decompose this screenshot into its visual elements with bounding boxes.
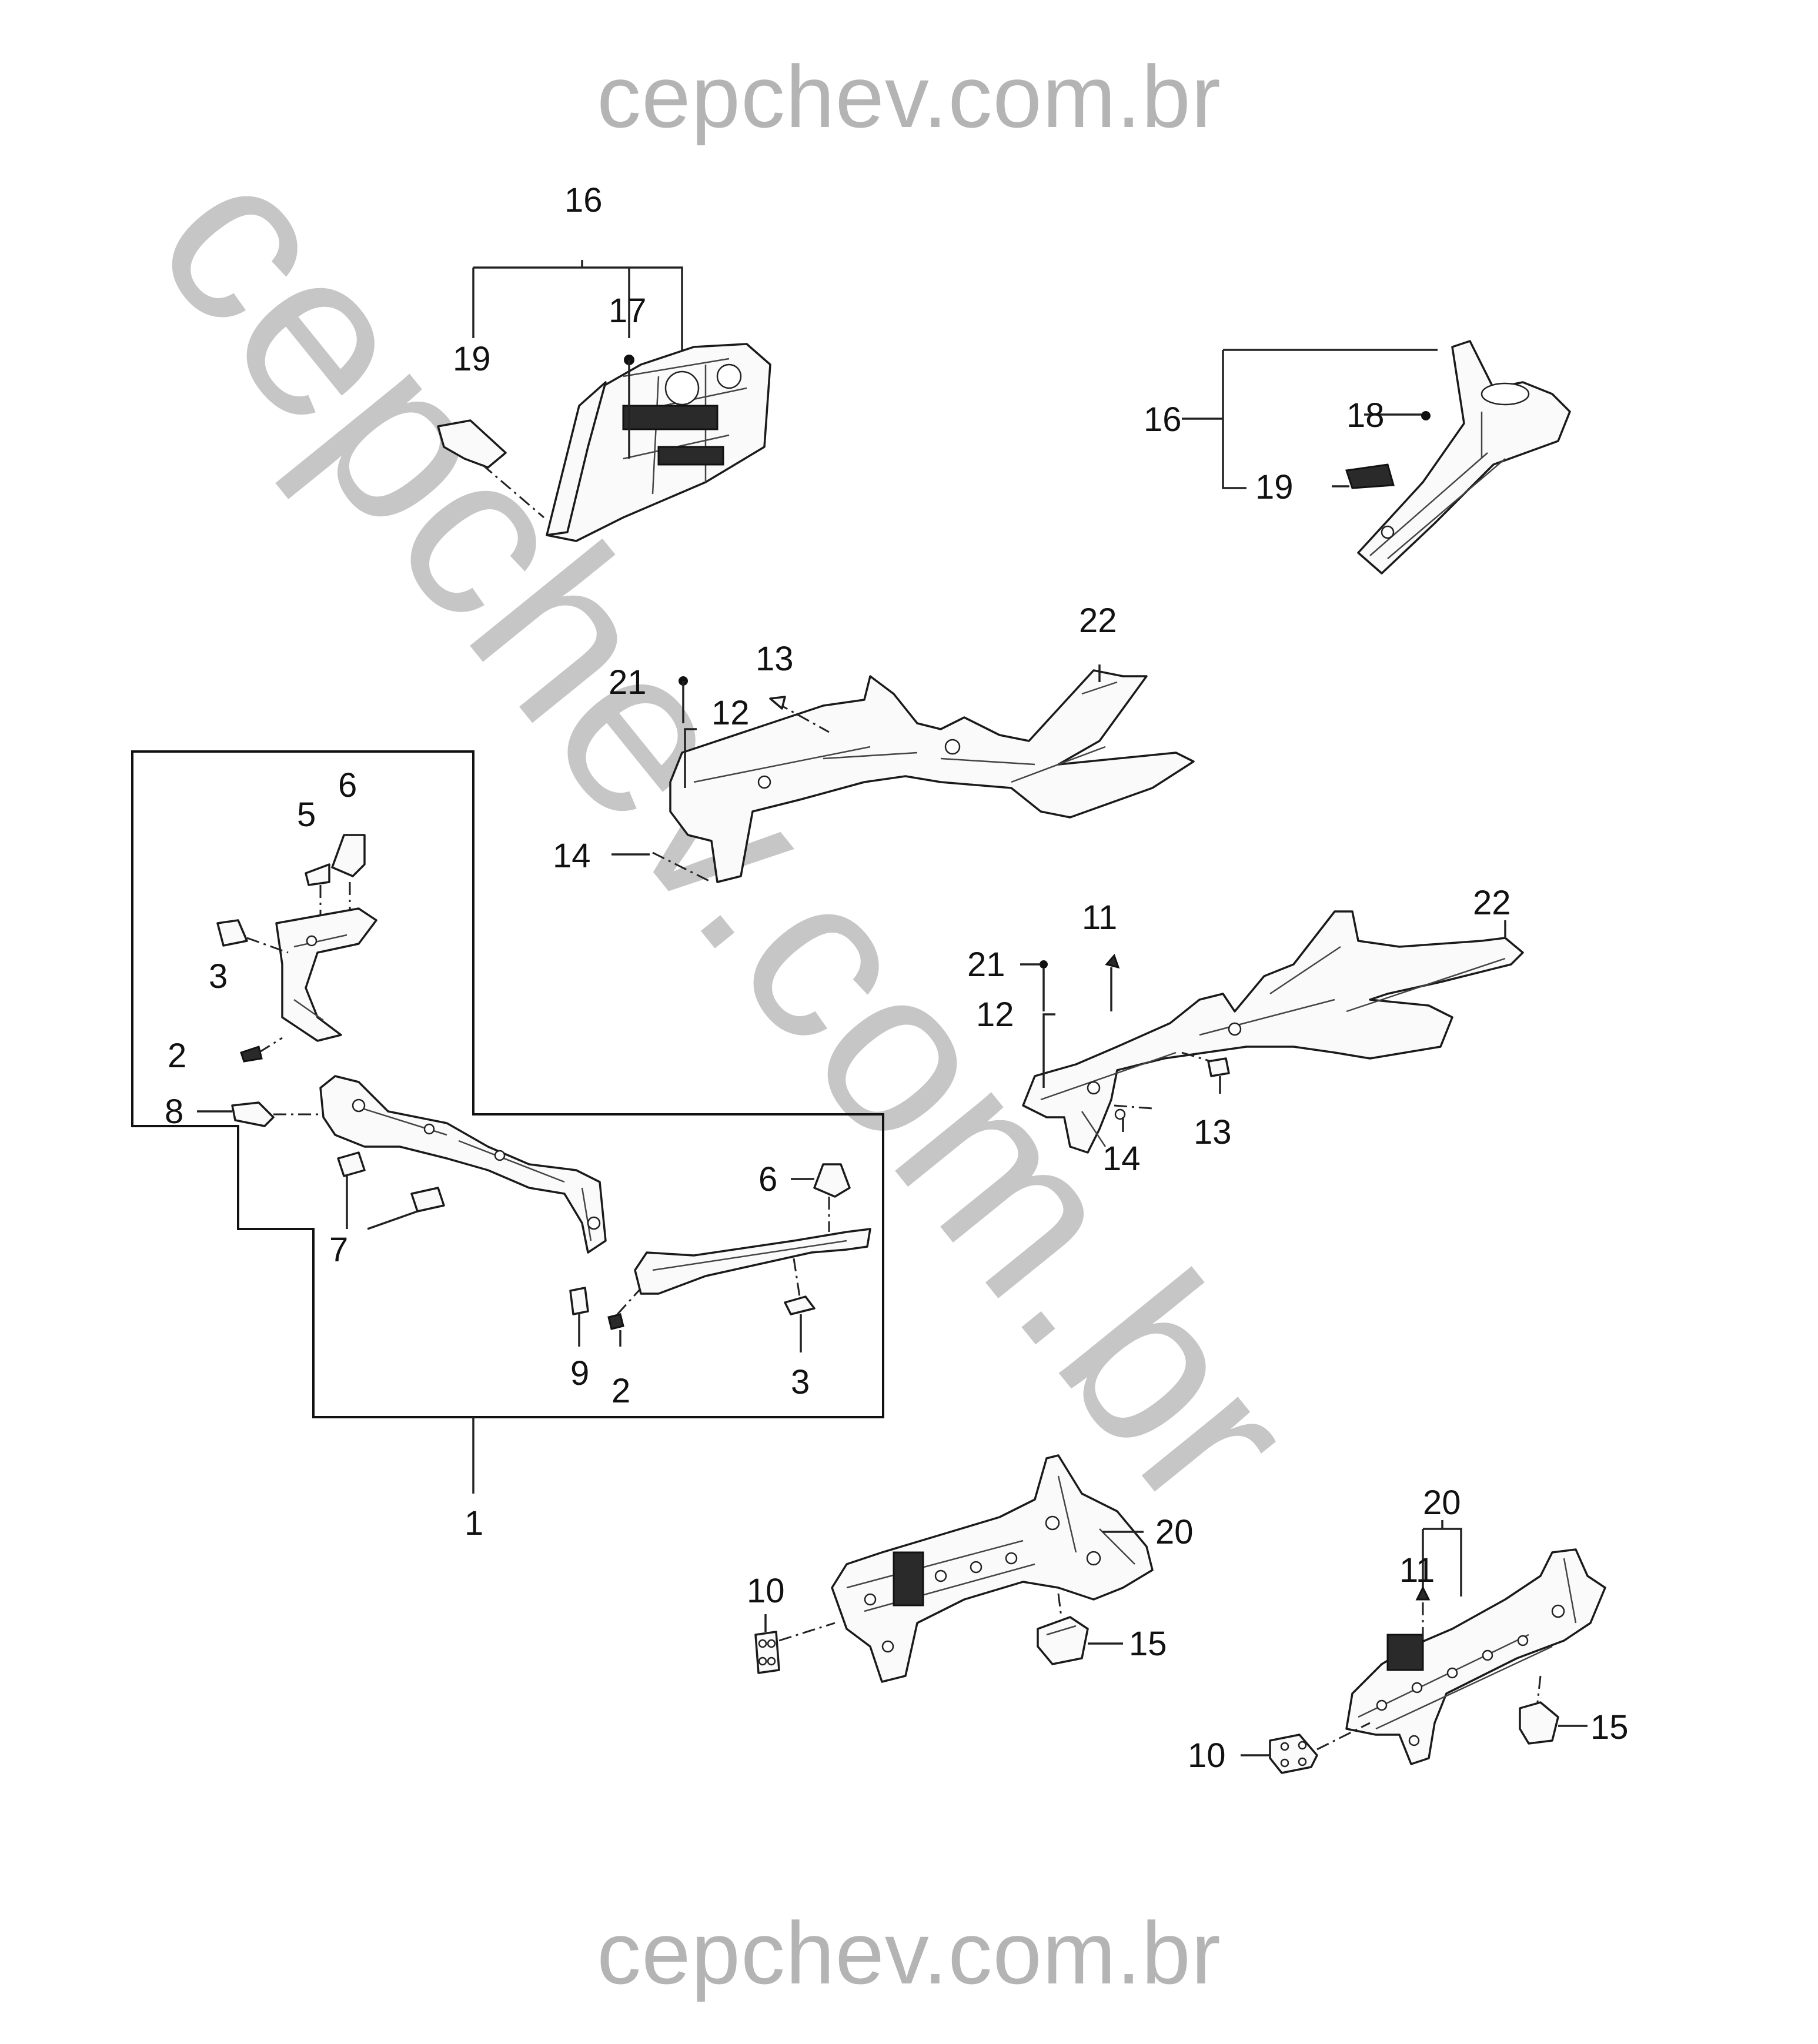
callout-10a: 10 <box>747 1572 785 1610</box>
callout-6b: 6 <box>758 1160 777 1198</box>
callout-13b: 13 <box>1194 1113 1232 1151</box>
callout-6a: 6 <box>338 766 357 804</box>
callout-19a: 19 <box>453 340 491 378</box>
rear-wheelhouse-assembly-left <box>437 260 771 542</box>
callout-22a: 22 <box>1079 602 1117 640</box>
callout-20b: 20 <box>1423 1484 1461 1522</box>
callout-20a: 20 <box>1155 1513 1194 1551</box>
callout-3a: 3 <box>209 957 228 996</box>
callout-15b: 15 <box>1590 1708 1629 1746</box>
callout-16b: 16 <box>1144 400 1182 439</box>
callout-2b: 2 <box>611 1372 630 1410</box>
callout-5: 5 <box>297 796 316 834</box>
callout-18: 18 <box>1346 396 1385 435</box>
callout-12b: 12 <box>976 996 1014 1034</box>
callout-8: 8 <box>165 1093 183 1131</box>
callout-22b: 22 <box>1473 884 1511 922</box>
rear-frame-extension-left <box>754 1454 1154 1683</box>
rear-rail-assembly-lower <box>1020 910 1524 1154</box>
callout-21a: 21 <box>609 663 647 702</box>
callout-13a: 13 <box>756 640 794 678</box>
callout-14a: 14 <box>553 837 591 875</box>
callout-19b: 19 <box>1255 468 1294 506</box>
callout-1: 1 <box>464 1504 483 1542</box>
rear-frame-extension-right <box>1241 1520 1606 1774</box>
callout-7: 7 <box>329 1231 348 1269</box>
callout-15a: 15 <box>1129 1625 1167 1663</box>
callout-9: 9 <box>570 1354 589 1392</box>
callout-16a: 16 <box>564 181 603 219</box>
watermark-top: cepchev.com.br <box>597 47 1221 146</box>
watermark-bottom: cepchev.com.br <box>597 1903 1221 2002</box>
group-1-frame <box>131 750 884 1418</box>
callout-17: 17 <box>609 292 647 330</box>
group-1-parts <box>197 834 871 1352</box>
callout-11b: 11 <box>1399 1551 1435 1589</box>
callout-10b: 10 <box>1188 1736 1226 1775</box>
callout-3b: 3 <box>791 1363 810 1401</box>
callout-14b: 14 <box>1102 1140 1141 1178</box>
rear-rail-assembly-upper <box>611 664 1195 883</box>
callout-12a: 12 <box>711 694 750 732</box>
rear-wheelhouse-assembly-right <box>1182 340 1571 575</box>
callout-21b: 21 <box>967 946 1005 984</box>
callout-2a: 2 <box>168 1037 186 1075</box>
rail-holes-right <box>1376 1604 1565 1746</box>
callout-11a: 11 <box>1082 899 1117 937</box>
